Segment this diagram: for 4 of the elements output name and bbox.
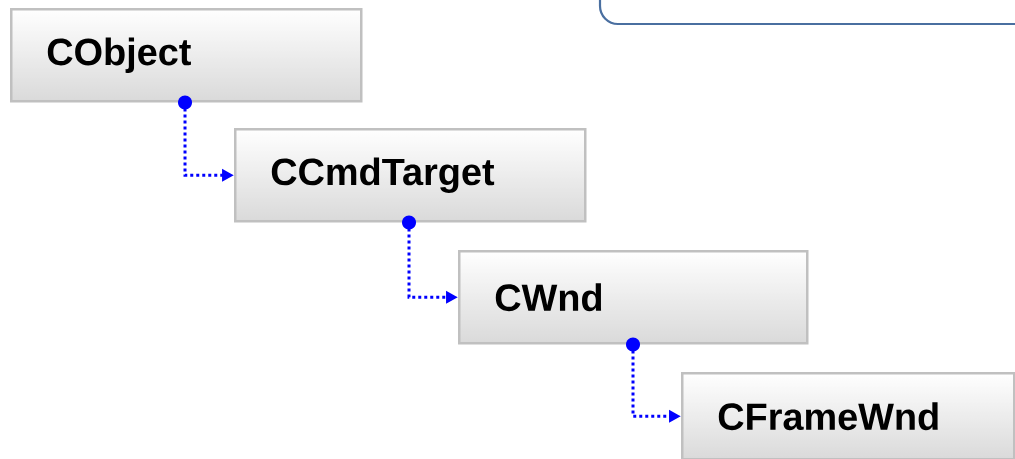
class-box: CFrameWnd xyxy=(681,372,1015,459)
class-box: CCmdTarget xyxy=(234,128,587,223)
class-box: CObject xyxy=(10,8,363,103)
class-box: CWnd xyxy=(458,250,809,345)
